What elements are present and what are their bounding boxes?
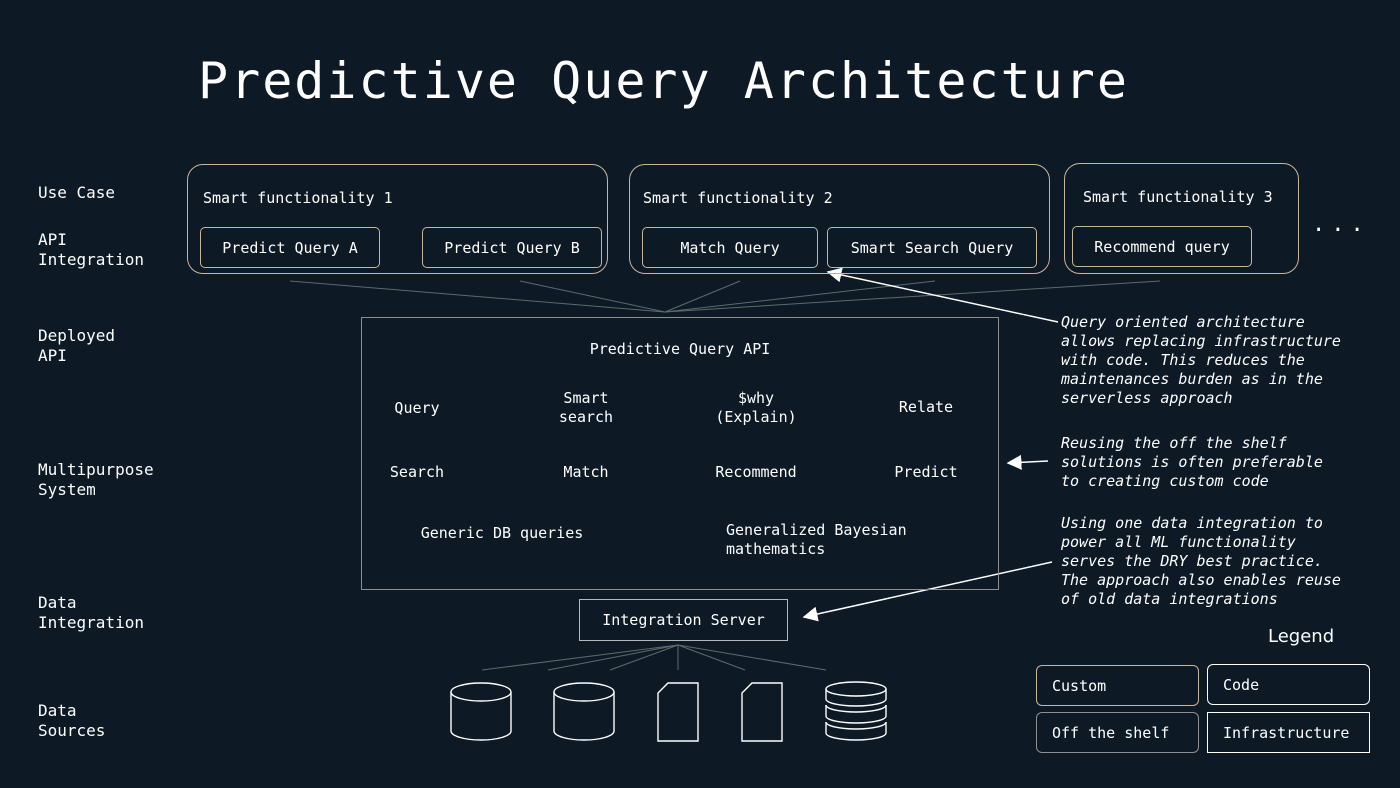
predict-query-a: Predict Query A <box>200 227 380 268</box>
row-label-data-sources: Data Sources <box>38 701 106 740</box>
predictive-query-api-box: Predictive Query API Query Smart search … <box>361 317 999 590</box>
predict-query-b: Predict Query B <box>422 227 602 268</box>
capability-search: Search <box>389 463 445 481</box>
match-query: Match Query <box>642 227 818 268</box>
legend-infrastructure: Infrastructure <box>1207 712 1370 753</box>
recommend-query: Recommend query <box>1072 226 1252 267</box>
more-use-cases-ellipsis: ... <box>1312 212 1370 237</box>
document-icon <box>657 682 699 742</box>
note-data-integration: Using one data integration to power all … <box>1061 514 1341 608</box>
row-label-data-integration: Data Integration <box>38 593 144 632</box>
use-case-box-2: Smart functionality 2 Match Query Smart … <box>629 164 1050 274</box>
foundation-generic-db-queries: Generic DB queries <box>420 524 584 542</box>
row-label-deployed-api: Deployed API <box>38 326 116 365</box>
capability-relate: Relate <box>898 398 954 416</box>
capability-why-explain: $why (Explain) <box>715 389 797 426</box>
use-case-box-3: Smart functionality 3 Recommend query <box>1064 163 1299 274</box>
legend-custom: Custom <box>1036 665 1199 706</box>
capability-recommend: Recommend <box>715 463 797 481</box>
capability-smart-search: Smart search <box>558 389 614 426</box>
note-arrow-2 <box>1006 454 1049 470</box>
note-off-the-shelf: Reusing the off the shelf solutions is o… <box>1061 434 1323 490</box>
use-case-title: Smart functionality 3 <box>1083 188 1273 206</box>
row-label-api-integration: API Integration <box>38 230 144 269</box>
api-title: Predictive Query API <box>589 340 771 358</box>
capability-predict: Predict <box>894 463 958 481</box>
foundation-bayesian-mathematics: Generalized Bayesian mathematics <box>726 521 907 558</box>
legend-off-the-shelf: Off the shelf <box>1036 712 1199 753</box>
note-arrow-1 <box>826 267 1059 323</box>
server-to-source-lines <box>481 644 827 671</box>
data-sources <box>450 681 887 742</box>
page-title: Predictive Query Architecture <box>198 52 1129 110</box>
smart-search-query: Smart Search Query <box>827 227 1037 268</box>
legend-code: Code <box>1207 664 1370 705</box>
legend-title: Legend <box>1268 626 1335 647</box>
integration-server: Integration Server <box>579 599 788 641</box>
use-case-title: Smart functionality 2 <box>643 189 833 207</box>
row-label-multipurpose-system: Multipurpose System <box>38 460 154 499</box>
capability-query: Query <box>394 399 440 417</box>
use-case-box-1: Smart functionality 1 Predict Query A Pr… <box>187 164 608 274</box>
capability-match: Match <box>563 463 609 481</box>
note-query-oriented: Query oriented architecture allows repla… <box>1061 313 1341 407</box>
use-case-title: Smart functionality 1 <box>203 189 393 207</box>
stacked-database-icon <box>825 681 887 741</box>
database-icon <box>553 682 615 741</box>
query-to-api-lines <box>289 280 1161 313</box>
row-label-use-case: Use Case <box>38 183 116 202</box>
database-icon <box>450 682 512 741</box>
document-icon <box>741 682 783 742</box>
